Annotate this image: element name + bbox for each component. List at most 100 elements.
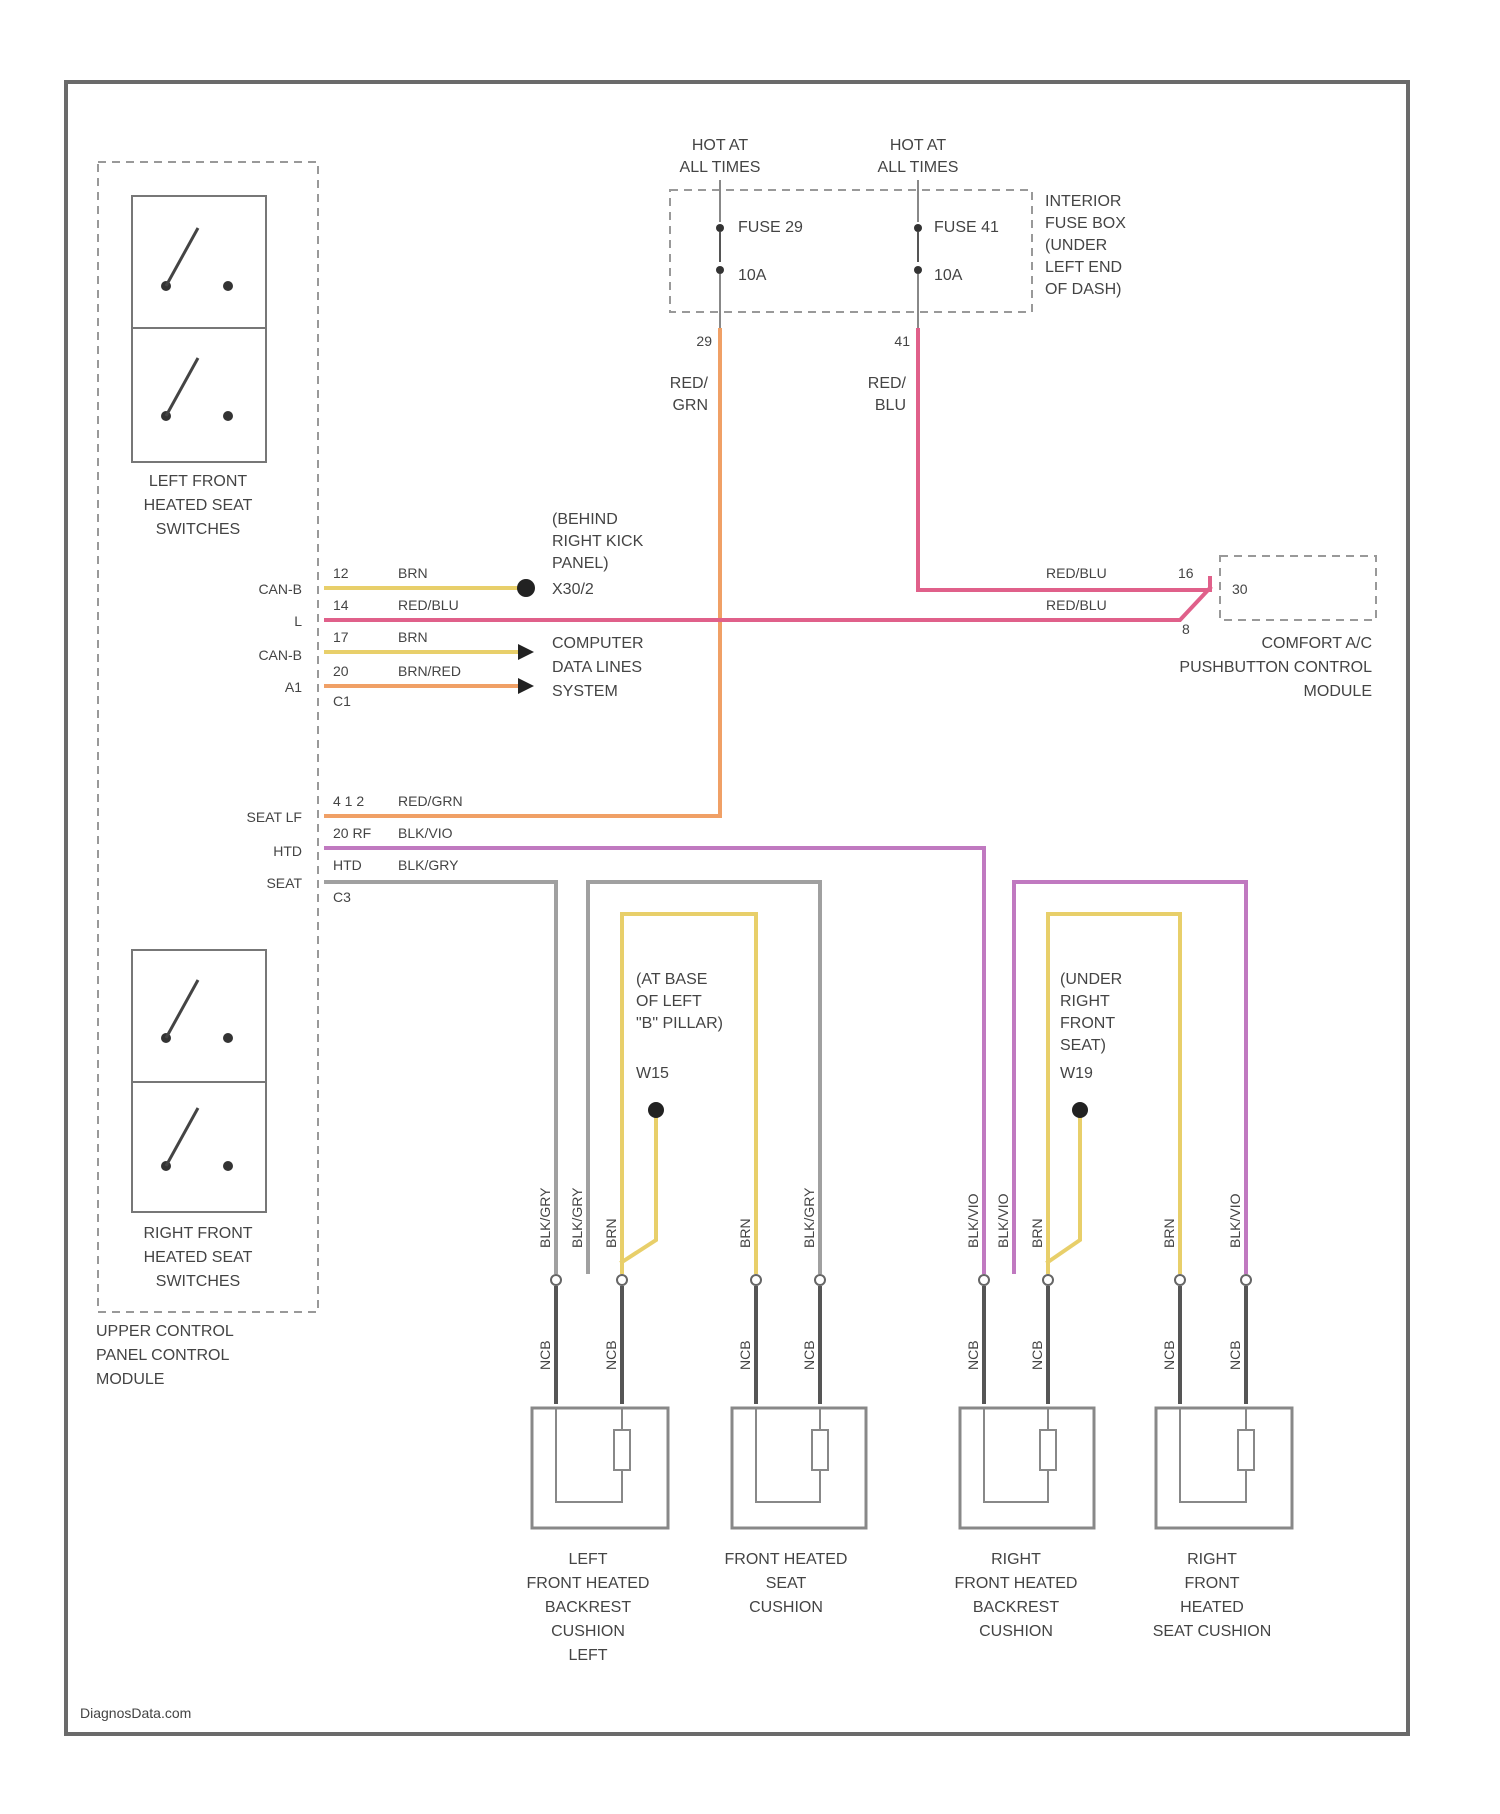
wire-color-label: BLK/GRY [801, 1187, 817, 1248]
wire-blk-gry [326, 882, 556, 1272]
connector-pin-icon [751, 1275, 761, 1285]
connector-id: C3 [333, 889, 351, 905]
pin-label: HTD [273, 843, 302, 859]
heater-3-label: FRONT HEATED [955, 1575, 1078, 1592]
heater-1-label: LEFT [568, 1647, 607, 1664]
ground-right-label-1: (UNDER [1060, 971, 1122, 988]
left-switches-label-3: SWITCHES [156, 521, 240, 538]
wire-color: RED/BLU [398, 597, 459, 613]
ncb-label: NCB [1161, 1340, 1177, 1370]
wire-label-red-blu-1: RED/ [868, 375, 907, 392]
connector-pin-icon [979, 1275, 989, 1285]
fuse-41-pin: 41 [894, 333, 910, 349]
connector-pin-icon [1175, 1275, 1185, 1285]
upper-module-label-1: UPPER CONTROL [96, 1323, 234, 1340]
comfort-wire-2: RED/BLU [1046, 597, 1107, 613]
ncb-label: NCB [801, 1340, 817, 1370]
wire-color-label: BLK/VIO [965, 1193, 981, 1248]
wire-brn-right [1048, 914, 1180, 1272]
wire-color: BRN/RED [398, 663, 461, 679]
hot-label-2: HOT AT [890, 137, 947, 154]
left-seat-switches [132, 196, 266, 462]
seat-heater-element [960, 1408, 1094, 1528]
connector-pins: CAN-B 12 BRN L 14 RED/BLU CAN-B 17 BRN A… [246, 565, 462, 905]
connector-pin-row [551, 1275, 1251, 1285]
ncb-label: NCB [1227, 1340, 1243, 1370]
splice-label-1: (BEHIND [552, 511, 618, 528]
comfort-label-2: PUSHBUTTON CONTROL [1179, 659, 1372, 676]
pin-number: 4 1 2 [333, 793, 364, 809]
footer-watermark: DiagnosData.com [80, 1705, 191, 1721]
upper-module-label-2: PANEL CONTROL [96, 1347, 229, 1364]
connector-pin-icon [551, 1275, 561, 1285]
pin-label: CAN-B [258, 581, 302, 597]
seat-heater-element [732, 1408, 866, 1528]
pin-number: 12 [333, 565, 349, 581]
wire-color: BLK/GRY [398, 857, 459, 873]
ncb-label: NCB [537, 1340, 553, 1370]
ground-icon [648, 1102, 664, 1118]
fusebox-label-4: LEFT END [1045, 259, 1122, 276]
wire-color-label: BRN [737, 1218, 753, 1248]
ground-left-label-2: OF LEFT [636, 993, 702, 1010]
upper-control-module: LEFT FRONT HEATED SEAT SWITCHES RIGHT FR… [96, 162, 318, 1388]
heater-3-label: BACKREST [973, 1599, 1059, 1616]
pin-label: L [294, 613, 302, 629]
hot-label-1: HOT AT [692, 137, 749, 154]
seat-heater-element [1156, 1408, 1292, 1528]
wire-color-label: BRN [1161, 1218, 1177, 1248]
wire-color-label: BLK/VIO [995, 1193, 1011, 1248]
heater-1-label: BACKREST [545, 1599, 631, 1616]
heater-4-label: HEATED [1180, 1599, 1244, 1616]
heater-2-label: CUSHION [749, 1599, 823, 1616]
wire-color-label: BLK/VIO [1227, 1193, 1243, 1248]
wire-color-label: BLK/GRY [569, 1187, 585, 1248]
pin-number: 17 [333, 629, 349, 645]
connector-pin-icon [1241, 1275, 1251, 1285]
splice-icon [517, 579, 535, 597]
ncb-label: NCB [603, 1340, 619, 1370]
left-switches-label-2: HEATED SEAT [144, 497, 253, 514]
ground-left-label-3: "B" PILLAR) [636, 1015, 723, 1032]
wire-color-label: BRN [1029, 1218, 1045, 1248]
pin-number: HTD [333, 857, 362, 873]
ground-right-label-4: SEAT) [1060, 1037, 1106, 1054]
splice-label-3: PANEL) [552, 555, 609, 572]
heater-resistor-icon [614, 1430, 630, 1470]
pin-number: 20 RF [333, 825, 371, 841]
connector-pin-icon [815, 1275, 825, 1285]
comfort-pin: 30 [1232, 581, 1248, 597]
wire-color: BLK/VIO [398, 825, 453, 841]
splice-label-4: X30/2 [552, 581, 594, 598]
wire-color-label: BRN [603, 1218, 619, 1248]
switch-icon [161, 358, 233, 421]
pin-number: 20 [333, 663, 349, 679]
pin-label: SEAT LF [246, 809, 302, 825]
wire-red-blu-feed [918, 330, 1210, 590]
connector-pin-icon [1043, 1275, 1053, 1285]
arrow-icon [518, 644, 534, 660]
switch-icon [161, 228, 233, 291]
data-lines-label-2: DATA LINES [552, 659, 642, 676]
pin-label: SEAT [266, 875, 302, 891]
heater-4-label: SEAT CUSHION [1153, 1623, 1272, 1640]
heater-resistor-icon [812, 1430, 828, 1470]
ground-icon [1072, 1102, 1088, 1118]
ncb-label: NCB [965, 1340, 981, 1370]
wire-brn-left-gnd [622, 1112, 656, 1262]
heater-resistor-icon [1238, 1430, 1254, 1470]
data-lines-label-1: COMPUTER [552, 635, 644, 652]
wire-brn-right-gnd [1048, 1112, 1080, 1262]
heater-labels: LEFT FRONT HEATED BACKREST CUSHION LEFT … [527, 1551, 1272, 1664]
data-lines-label-3: SYSTEM [552, 683, 618, 700]
ground-right-label-2: RIGHT [1060, 993, 1110, 1010]
switch-icon [161, 1108, 233, 1171]
fuse-box: HOT AT ALL TIMES HOT AT ALL TIMES FUSE 2… [670, 137, 1126, 414]
wire-label-red-blu-2: BLU [875, 397, 906, 414]
connector-pin-icon [617, 1275, 627, 1285]
wire-red-grn [326, 330, 720, 816]
comfort-label-1: COMFORT A/C [1261, 635, 1372, 652]
